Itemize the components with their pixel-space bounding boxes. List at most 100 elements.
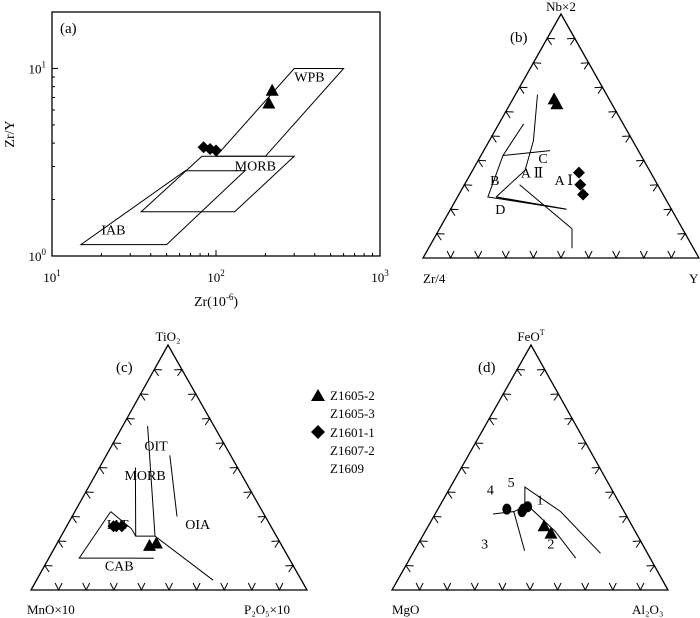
pd-tick-mark [646, 564, 656, 573]
panel-b-data-points [547, 92, 590, 201]
panel-c-ticks [43, 368, 295, 592]
panel-c-apex-left: MnO×10 [27, 602, 75, 617]
panel-b-apex-right: Y [689, 271, 699, 286]
pd-tick-mark [488, 417, 498, 426]
pd-field-label: 4 [487, 483, 494, 498]
pc-tick-mark [220, 582, 229, 592]
pb-tick-mark [557, 250, 565, 260]
panel-a-field-label: IAB [101, 224, 125, 239]
pb-field-label: D [495, 203, 505, 218]
panel-a-tectonic-fields [79, 68, 345, 246]
pc-tick-mark [84, 491, 94, 499]
pd-data-point-triangle [544, 526, 558, 539]
pb-field-label: C [538, 152, 547, 167]
panel-a-data-point-triangle [262, 96, 276, 109]
panel-b-apex-left: Zr/4 [423, 271, 446, 286]
legend-entry-1-line-2: Z1605-3 [330, 406, 375, 421]
panel-a-data-point-diamond [210, 144, 222, 157]
pd-tick-mark [502, 393, 512, 401]
pd-tick-mark [553, 582, 562, 592]
panel-d-data-points [502, 501, 558, 539]
pd-tick-mark [581, 582, 590, 592]
pb-tick-mark [504, 111, 514, 119]
panel-a-data-points [197, 83, 279, 157]
pb-data-point-diamond [577, 188, 590, 201]
pc-field-boundary [169, 455, 178, 517]
panel-d-ticks [404, 368, 656, 592]
panel-c-apex-right: P₂O₅×10 [244, 602, 290, 617]
pd-field-boundary [524, 486, 601, 554]
pc-field-boundary [78, 511, 154, 559]
pd-tick-mark [591, 466, 601, 475]
pb-tick-mark [594, 86, 604, 94]
pb-tick-mark [566, 37, 576, 46]
pb-tick-mark [635, 159, 645, 168]
panel-a-field-label: MORB [235, 160, 276, 175]
pb-data-point-diamond [574, 178, 587, 191]
pc-field-label: OIA [185, 518, 211, 533]
pb-tick-mark [580, 62, 590, 70]
pb-tick-mark [474, 250, 483, 260]
pc-tick-mark [187, 393, 197, 401]
panel-c-label: (c) [116, 360, 133, 376]
pd-data-point-circle [502, 503, 512, 515]
pd-tick-mark [577, 442, 587, 450]
pd-data-point-triangle [537, 519, 551, 532]
pc-tick-mark [98, 466, 108, 475]
pb-tick-mark [612, 250, 621, 260]
pc-tick-mark [112, 442, 122, 450]
pb-tick-mark [501, 250, 510, 260]
legend: Z1605-2 Z1605-3 Z1601-1 Z1607-2 Z1609 [311, 388, 375, 476]
panel-a-y-tick-label: 101 [29, 59, 47, 76]
pd-field-label: 3 [481, 537, 488, 552]
pb-tick-mark [663, 208, 673, 216]
pd-tick-mark [470, 582, 479, 592]
legend-entry-1-line-1: Z1605-2 [330, 388, 375, 403]
pb-tick-mark [449, 208, 459, 216]
pd-field-label: 5 [508, 476, 515, 491]
panel-a-y-tick-label: 100 [29, 247, 47, 264]
panel-b-apex-top: Nb×2 [546, 0, 576, 14]
legend-entry-2-line-2: Z1607-2 [330, 443, 375, 458]
pc-tick-mark [229, 466, 239, 475]
pb-data-point-diamond [572, 166, 585, 179]
panel-d-apex-right: Al₂O₃ [632, 602, 663, 617]
pd-tick-mark [432, 515, 442, 524]
pc-tick-mark [201, 417, 211, 426]
pc-tick-mark [271, 540, 281, 548]
pc-tick-mark [243, 491, 253, 499]
pb-field-boundary [496, 196, 567, 210]
pb-field-label: B [490, 174, 499, 189]
panel-d-apex-left: MgO [392, 602, 419, 617]
pc-field-label: OIT [144, 439, 168, 454]
pc-tick-mark [153, 368, 163, 377]
pc-field-boundary [147, 425, 156, 537]
pd-tick-mark [564, 417, 574, 426]
pd-tick-mark [460, 466, 470, 475]
panel-a-data-point-triangle [265, 83, 279, 96]
pd-field-boundary [492, 511, 526, 551]
panel-c-field-labels: OITMORBIATOIACAB [105, 439, 211, 574]
pc-tick-mark [174, 368, 183, 377]
panel-b-ticks [435, 37, 687, 260]
pc-tick-mark [82, 582, 91, 592]
pb-tick-mark [667, 250, 676, 260]
pc-tick-mark [215, 442, 225, 450]
panel-a-field-boundary [139, 155, 296, 213]
pd-tick-mark [550, 393, 560, 401]
pc-field-label: MORB [124, 469, 165, 484]
pb-tick-mark [477, 159, 487, 168]
panel-b-field-boundaries [487, 94, 573, 249]
pd-data-point-circle [523, 501, 533, 513]
pb-tick-mark [491, 135, 500, 143]
pc-tick-mark [165, 582, 173, 592]
panel-b-triangle-frame [421, 12, 700, 259]
panel-a-x-tick-label: 102 [207, 268, 225, 285]
pd-field-label: 1 [537, 493, 544, 508]
pc-tick-mark [192, 582, 201, 592]
